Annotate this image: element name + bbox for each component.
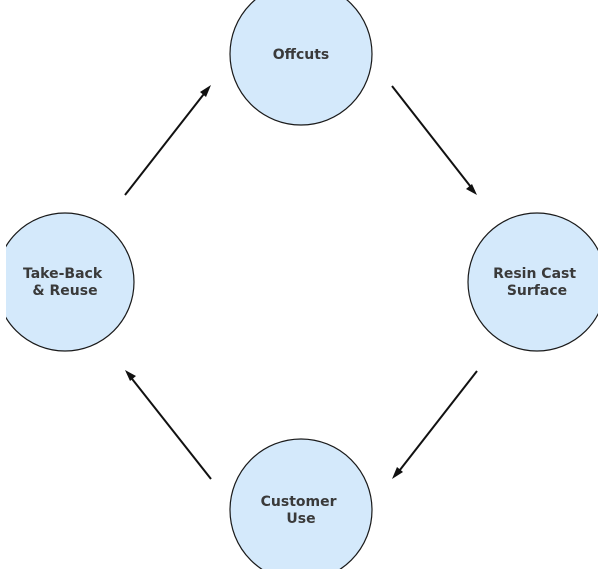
node-customer-use: Customer Use — [229, 438, 373, 569]
node-resin-cast-surface-circle — [467, 212, 598, 352]
arrowhead-icon — [200, 85, 211, 97]
edge-offcuts-to-resin-cast-surface — [391, 85, 477, 195]
node-resin-cast-surface-label: Resin Cast Surface — [493, 266, 581, 299]
node-offcuts-label-line-1: Offcuts — [273, 47, 330, 63]
arrowhead-icon — [466, 184, 477, 195]
edge-resin-cast-surface-to-customer-use — [392, 370, 478, 479]
node-customer-use-label-line-2: Use — [286, 511, 315, 527]
node-customer-use-label-line-1: Customer — [261, 494, 337, 510]
arrowhead-icon — [392, 467, 403, 479]
node-customer-use-label: Customer Use — [261, 494, 342, 527]
node-offcuts-circle — [229, 0, 373, 126]
edge-take-back-reuse-to-offcuts — [124, 85, 211, 196]
node-customer-use-circle — [229, 438, 373, 569]
node-take-back-reuse-label: Take-Back & Reuse — [23, 266, 107, 299]
edge-customer-use-to-take-back-reuse — [125, 370, 212, 480]
node-take-back-reuse: Take-Back & Reuse — [6, 212, 135, 352]
node-offcuts-label: Offcuts — [273, 47, 330, 63]
node-take-back-reuse-circle — [6, 212, 135, 352]
node-resin-cast-surface-label-line-1: Resin Cast — [493, 266, 576, 282]
arrowhead-icon — [125, 370, 136, 381]
node-take-back-reuse-label-line-1: Take-Back — [23, 266, 103, 282]
node-resin-cast-surface: Resin Cast Surface — [467, 212, 598, 352]
node-offcuts: Offcuts — [229, 0, 373, 126]
node-take-back-reuse-label-line-2: & Reuse — [32, 283, 97, 299]
node-resin-cast-surface-label-line-2: Surface — [507, 283, 567, 299]
